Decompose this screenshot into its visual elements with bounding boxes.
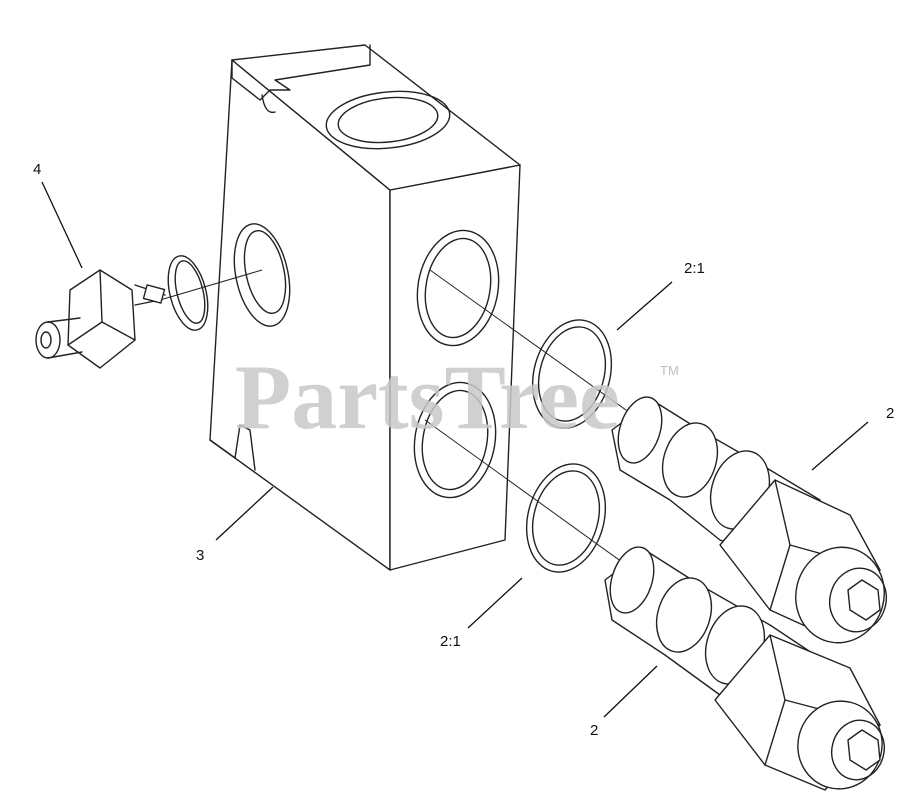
callout-seal-upper-leader — [616, 281, 673, 331]
callout-cartridge-upper-label: 2 — [886, 405, 894, 422]
callout-seal-lower-label: 2:1 — [440, 633, 461, 650]
o-ring-left — [167, 255, 209, 331]
callout-cartridge-upper-leader — [811, 421, 869, 471]
watermark-text: PartsTree — [235, 346, 620, 448]
callout-fitting-leader — [41, 181, 83, 269]
callout-cartridge-lower-label: 2 — [590, 722, 598, 739]
fitting-part — [35, 269, 166, 369]
callout-manifold-label: 3 — [196, 547, 204, 564]
callout-fitting-label: 4 — [33, 161, 41, 178]
callout-seal-upper-label: 2:1 — [684, 260, 705, 277]
manifold-block — [209, 44, 521, 571]
callout-cartridge-lower-leader — [603, 665, 658, 718]
cartridge-valve-upper — [611, 396, 887, 644]
seal-ring-upper — [531, 319, 613, 429]
callout-seal-lower-leader — [467, 577, 523, 629]
callouts: 4 2:1 2 3 2:1 2 — [33, 161, 894, 739]
seal-ring-lower — [525, 463, 607, 573]
cartridge-valve-lower — [604, 546, 885, 791]
watermark-trademark: TM — [660, 363, 679, 378]
watermark: PartsTree TM — [235, 346, 679, 448]
callout-manifold-leader — [215, 486, 274, 541]
